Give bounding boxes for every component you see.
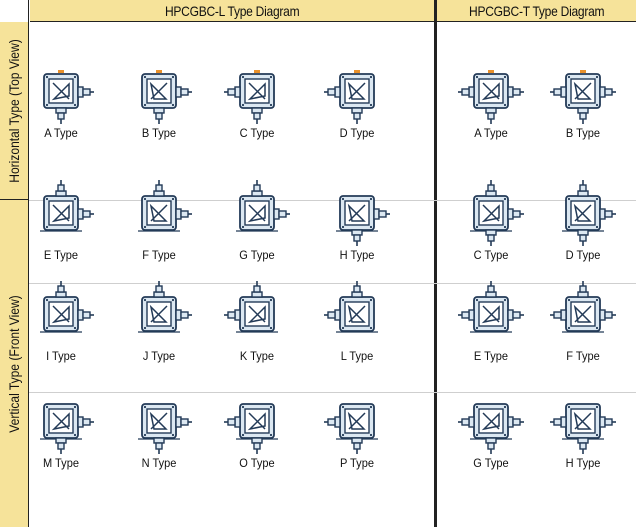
row-divider-2 xyxy=(29,283,636,284)
l-type-diagram-f-type: F Type xyxy=(114,180,204,268)
type-label: L Type xyxy=(340,349,374,363)
type-label: B Type xyxy=(565,126,601,140)
gearbox-icon xyxy=(458,281,524,333)
vertical-type-label-column: Vertical Type (Front View) xyxy=(0,200,28,527)
gearbox-icon xyxy=(224,403,278,454)
type-label: I Type xyxy=(46,349,76,363)
type-label: F Type xyxy=(566,349,600,363)
type-label: C Type xyxy=(473,248,509,262)
l-type-title: HPCGBC-L Type Diagram xyxy=(164,2,300,19)
t-type-title: HPCGBC-T Type Diagram xyxy=(468,2,605,19)
type-label: G Type xyxy=(239,248,275,262)
l-type-diagram-p-type: P Type xyxy=(312,388,402,476)
type-label: N Type xyxy=(141,456,177,470)
l-type-diagram-c-type: C Type xyxy=(212,58,302,146)
gearbox-icon xyxy=(236,180,290,232)
l-type-diagram-l-type: L Type xyxy=(312,281,402,369)
gearbox-icon xyxy=(141,70,192,124)
t-type-diagram-c-type: C Type xyxy=(446,180,536,268)
type-label: E Type xyxy=(43,248,79,262)
l-type-diagram-n-type: N Type xyxy=(114,388,204,476)
l-type-diagram-j-type: J Type xyxy=(114,281,204,369)
l-type-diagram-g-type: G Type xyxy=(212,180,302,268)
type-label: G Type xyxy=(473,456,509,470)
horizontal-type-label-column: Horizontal Type (Top View) xyxy=(0,22,28,200)
gearbox-icon xyxy=(562,180,616,246)
gearbox-icon xyxy=(224,281,278,333)
t-type-diagram-g-type: G Type xyxy=(446,388,536,476)
gearbox-icon xyxy=(324,70,375,124)
l-type-diagram-k-type: K Type xyxy=(212,281,302,369)
row-divider-3 xyxy=(29,392,636,393)
l-type-diagram-h-type: H Type xyxy=(312,180,402,268)
gearbox-icon xyxy=(550,70,616,124)
gearbox-icon xyxy=(40,180,94,232)
type-label: H Type xyxy=(565,456,601,470)
l-type-diagram-b-type: B Type xyxy=(114,58,204,146)
gearbox-icon xyxy=(224,70,275,124)
type-label: D Type xyxy=(565,248,601,262)
row-divider-1 xyxy=(29,200,636,201)
l-type-diagram-i-type: I Type xyxy=(16,281,106,369)
type-label: O Type xyxy=(239,456,275,470)
gearbox-icon xyxy=(40,403,94,454)
type-label: A Type xyxy=(44,126,78,140)
l-type-diagram-e-type: E Type xyxy=(16,180,106,268)
gearbox-icon xyxy=(458,403,524,454)
gearbox-icon xyxy=(40,281,94,333)
t-type-diagram-f-type: F Type xyxy=(538,281,628,369)
t-type-diagram-b-type: B Type xyxy=(538,58,628,146)
type-label: K Type xyxy=(239,349,275,363)
gearbox-icon xyxy=(336,195,390,246)
t-type-diagram-e-type: E Type xyxy=(446,281,536,369)
type-label: C Type xyxy=(239,126,275,140)
type-label: F Type xyxy=(142,248,176,262)
gearbox-icon xyxy=(324,403,378,454)
type-label: E Type xyxy=(473,349,509,363)
gearbox-icon xyxy=(470,180,524,246)
gearbox-icon xyxy=(324,281,378,333)
l-type-header: HPCGBC-L Type Diagram xyxy=(30,0,434,22)
left-divider xyxy=(28,0,29,527)
l-type-diagram-o-type: O Type xyxy=(212,388,302,476)
type-label: H Type xyxy=(339,248,375,262)
gearbox-icon xyxy=(43,70,94,124)
t-type-header: HPCGBC-T Type Diagram xyxy=(437,0,636,22)
gearbox-icon xyxy=(138,403,192,454)
l-type-diagram-a-type: A Type xyxy=(16,58,106,146)
gearbox-icon xyxy=(138,281,192,333)
type-label: M Type xyxy=(42,456,79,470)
type-label: D Type xyxy=(339,126,375,140)
type-label: J Type xyxy=(142,349,176,363)
t-type-diagram-d-type: D Type xyxy=(538,180,628,268)
l-type-diagram-m-type: M Type xyxy=(16,388,106,476)
type-label: A Type xyxy=(474,126,508,140)
gearbox-icon xyxy=(550,403,616,454)
center-divider xyxy=(434,0,437,527)
type-label: B Type xyxy=(141,126,177,140)
gearbox-icon xyxy=(458,70,524,124)
gearbox-icon xyxy=(138,180,192,232)
t-type-diagram-h-type: H Type xyxy=(538,388,628,476)
l-type-diagram-d-type: D Type xyxy=(312,58,402,146)
type-label: P Type xyxy=(340,456,374,470)
t-type-diagram-a-type: A Type xyxy=(446,58,536,146)
gearbox-icon xyxy=(550,281,616,333)
